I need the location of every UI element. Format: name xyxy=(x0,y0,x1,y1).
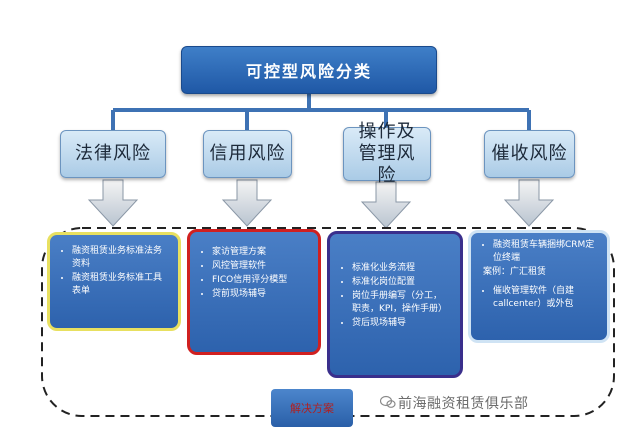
tree-lines xyxy=(111,94,531,130)
down-arrow-collection xyxy=(503,179,555,227)
detail-item: 岗位手册编写（分工，职责，KPI，操作手册） xyxy=(352,290,450,316)
detail-item: 融资租赁业务标准工具表单 xyxy=(72,272,168,298)
solution-dashed-outline xyxy=(41,227,615,417)
detail-item: FICO信用评分模型 xyxy=(212,274,308,287)
detail-box-operation: 标准化业务流程 标准化岗位配置 岗位手册编写（分工，职责，KPI，操作手册） 贷… xyxy=(327,231,463,378)
detail-item: 融资租赁业务标准法务资料 xyxy=(72,245,168,271)
solution-label: 解决方案 xyxy=(290,402,334,415)
down-arrows xyxy=(87,179,555,229)
root-node-label: 可控型风险分类 xyxy=(245,62,372,81)
detail-item: 家访管理方案 xyxy=(212,246,308,259)
category-operation-management-risk: 操作及管理风险 xyxy=(343,121,431,186)
down-arrow-legal xyxy=(87,179,139,227)
detail-box-credit: 家访管理方案 风控管理软件 FICO信用评分模型 贷前现场辅导 xyxy=(187,229,321,355)
category-credit-risk: 信用风险 xyxy=(203,130,292,178)
detail-box-collection: 融资租赁车辆捆绑CRM定位终端 案例：广汇租赁 催收管理软件（自建callcen… xyxy=(468,230,610,343)
down-arrow-credit xyxy=(221,179,273,227)
detail-item: 融资租赁车辆捆绑CRM定位终端 xyxy=(493,239,597,265)
detail-item: 贷后现场辅导 xyxy=(352,317,450,330)
wechat-icon xyxy=(380,395,396,408)
detail-box-legal: 融资租赁业务标准法务资料 融资租赁业务标准工具表单 xyxy=(47,232,181,331)
category-label: 信用风险 xyxy=(209,143,286,164)
category-label: 法律风险 xyxy=(75,143,151,164)
category-label: 催收风险 xyxy=(491,143,568,164)
detail-note-case: 案例：广汇租赁 xyxy=(483,267,547,277)
detail-item: 贷前现场辅导 xyxy=(212,288,308,301)
root-node: 可控型风险分类 xyxy=(181,46,437,94)
detail-item: 催收管理软件（自建callcenter）或外包 xyxy=(493,285,597,311)
category-label: 操作及管理风险 xyxy=(358,121,416,186)
category-legal-risk: 法律风险 xyxy=(60,130,166,178)
category-collection-risk: 催收风险 xyxy=(484,130,575,178)
detail-item: 标准化岗位配置 xyxy=(352,276,450,289)
watermark-text: 前海融资租赁俱乐部 xyxy=(398,396,529,412)
detail-item: 风控管理软件 xyxy=(212,260,308,273)
detail-item: 标准化业务流程 xyxy=(352,262,450,275)
solution-label-box: 解决方案 xyxy=(271,389,353,427)
down-arrow-operation xyxy=(360,181,412,229)
